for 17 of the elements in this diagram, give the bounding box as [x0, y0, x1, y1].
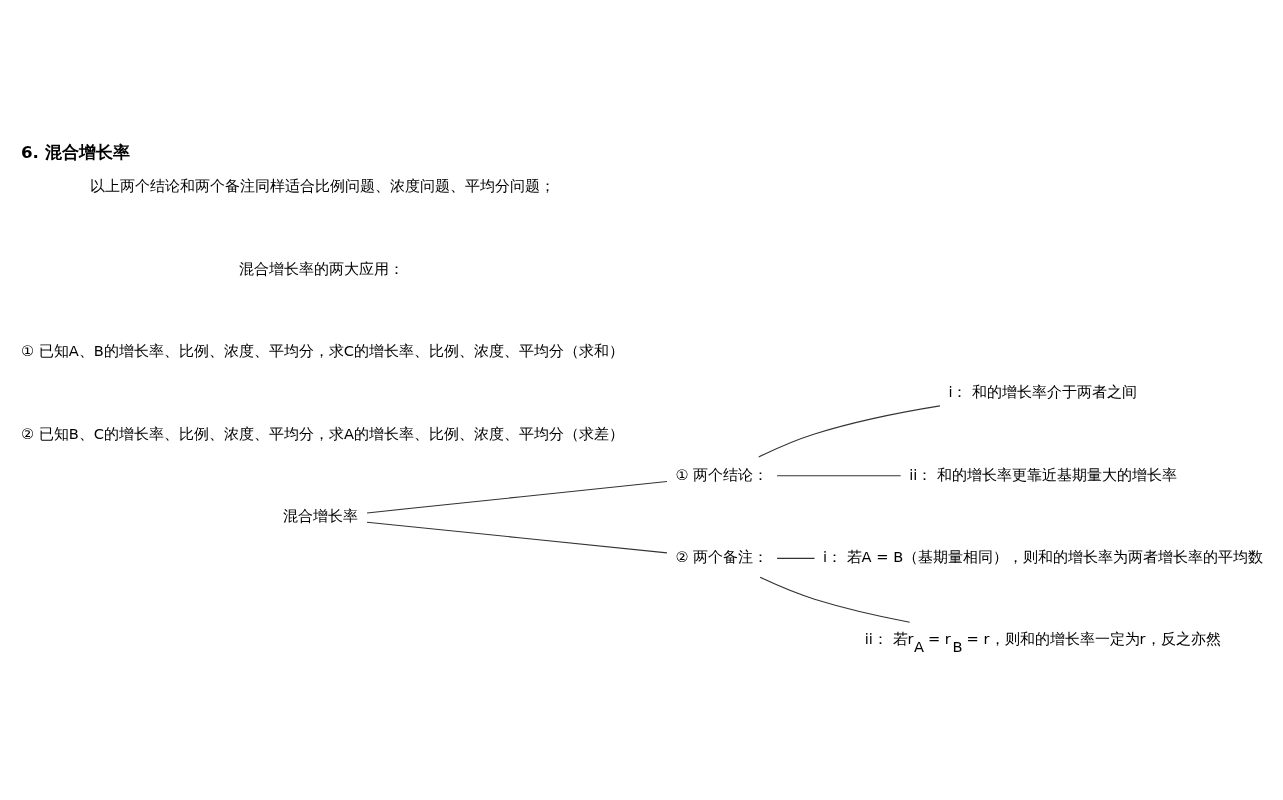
connector: [758, 404, 941, 457]
node-text: ② 两个备注：: [675, 547, 769, 565]
connector: [366, 521, 668, 553]
node-text: i： 和的增长率介于两者之间: [948, 382, 1138, 400]
connector: [776, 557, 816, 559]
node-text: i： 若A = B（基期量相同），则和的增长率为两者增长率的平均数: [822, 547, 1264, 565]
diagram-title: 6. 混合增长率: [20, 141, 130, 162]
label: ① 已知A、B的增长率、比例、浓度、平均分，求C的增长率、比例、浓度、平均分（求和）: [20, 341, 624, 359]
node-text: ① 两个结论：: [675, 465, 769, 483]
node-text: ii： 和的增长率更靠近基期量大的增长率: [909, 465, 1177, 483]
label: 混合增长率的两大应用：: [238, 259, 404, 277]
connector: [776, 474, 902, 476]
label: 以上两个结论和两个备注同样适合比例问题、浓度问题、平均分问题；: [89, 176, 555, 194]
connector: [759, 576, 911, 623]
connector: [366, 480, 668, 513]
node-text: 混合增长率: [283, 506, 359, 524]
label: ② 已知B、C的增长率、比例、浓度、平均分，求A的增长率、比例、浓度、平均分（求差）: [20, 424, 624, 442]
